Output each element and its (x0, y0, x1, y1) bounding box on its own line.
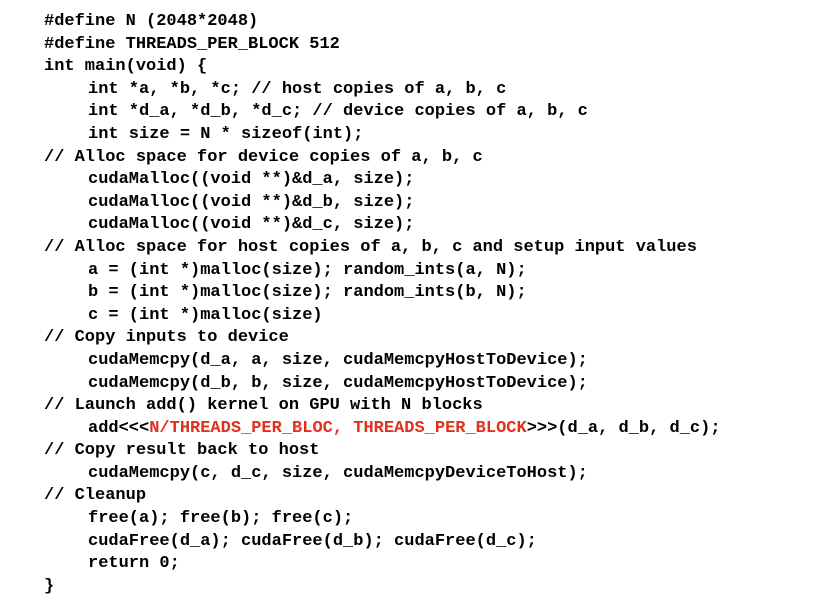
code-text: } (44, 576, 55, 596)
code-line: #define N (2048*2048) (44, 11, 721, 34)
code-line: int size = N * sizeof(int); (44, 124, 721, 147)
code-line: int main(void) { (44, 56, 721, 79)
code-text: add<<< (88, 418, 150, 438)
code-text: // Launch add() kernel on GPU with N blo… (44, 396, 483, 416)
code-line: cudaMemcpy(d_a, a, size, cudaMemcpyHostT… (44, 350, 721, 373)
code-text: // Alloc space for host copies of a, b, … (44, 237, 697, 257)
code-line: cudaMalloc((void **)&d_c, size); (44, 214, 721, 237)
code-text: cudaMalloc((void **)&d_a, size); (88, 170, 415, 190)
highlighted-code: N/THREADS_PER_BLOC, THREADS_PER_BLOCK (149, 418, 527, 438)
code-text: cudaFree(d_a); cudaFree(d_b); cudaFree(d… (88, 531, 537, 551)
code-line: cudaMemcpy(d_b, b, size, cudaMemcpyHostT… (44, 373, 721, 396)
code-line: // Alloc space for host copies of a, b, … (44, 237, 721, 260)
code-line: a = (int *)malloc(size); random_ints(a, … (44, 260, 721, 283)
code-block: #define N (2048*2048) #define THREADS_PER… (44, 11, 721, 598)
code-line: c = (int *)malloc(size) (44, 305, 721, 328)
code-line: b = (int *)malloc(size); random_ints(b, … (44, 282, 721, 305)
code-text: free(a); free(b); free(c); (88, 509, 354, 529)
code-line: cudaFree(d_a); cudaFree(d_b); cudaFree(d… (44, 531, 721, 554)
code-text: >>>(d_a, d_b, d_c); (526, 418, 721, 438)
code-text: cudaMalloc((void **)&d_c, size); (88, 215, 415, 235)
code-text: int size = N * sizeof(int); (88, 124, 364, 144)
code-line: } (44, 576, 721, 599)
code-line: // Copy result back to host (44, 440, 721, 463)
code-text: #define N (2048*2048) (44, 12, 259, 31)
code-line: // Launch add() kernel on GPU with N blo… (44, 395, 721, 418)
code-text: cudaMemcpy(d_a, a, size, cudaMemcpyHostT… (88, 350, 588, 370)
code-text: #define THREADS_PER_BLOCK 512 (44, 34, 340, 54)
code-line: cudaMalloc((void **)&d_b, size); (44, 192, 721, 215)
code-text: int main(void) { (44, 57, 208, 77)
code-text: c = (int *)malloc(size) (88, 305, 323, 325)
code-text: cudaMalloc((void **)&d_b, size); (88, 192, 415, 212)
code-text: // Cleanup (44, 486, 147, 506)
code-line: int *d_a, *d_b, *d_c; // device copies o… (44, 101, 721, 124)
code-text: // Copy inputs to device (44, 328, 289, 348)
code-text: cudaMemcpy(d_b, b, size, cudaMemcpyHostT… (88, 373, 588, 393)
code-text: int *a, *b, *c; // host copies of a, b, … (88, 79, 507, 99)
code-line: int *a, *b, *c; // host copies of a, b, … (44, 79, 721, 102)
code-line: // Copy inputs to device (44, 327, 721, 350)
code-line: #define THREADS_PER_BLOCK 512 (44, 34, 721, 57)
code-text: b = (int *)malloc(size); random_ints(b, … (88, 283, 527, 303)
code-line: free(a); free(b); free(c); (44, 508, 721, 531)
code-text: int *d_a, *d_b, *d_c; // device copies o… (88, 102, 588, 122)
code-text: // Alloc space for device copies of a, b… (44, 147, 483, 167)
code-line: add<<<N/THREADS_PER_BLOC, THREADS_PER_BL… (44, 418, 721, 441)
code-text: // Copy result back to host (44, 441, 320, 461)
code-text: a = (int *)malloc(size); random_ints(a, … (88, 260, 527, 280)
code-line: cudaMalloc((void **)&d_a, size); (44, 169, 721, 192)
code-line: // Cleanup (44, 485, 721, 508)
code-line: // Alloc space for device copies of a, b… (44, 147, 721, 170)
code-text: return 0; (88, 554, 180, 574)
code-text: cudaMemcpy(c, d_c, size, cudaMemcpyDevic… (88, 463, 588, 483)
code-line: return 0; (44, 553, 721, 576)
code-line: cudaMemcpy(c, d_c, size, cudaMemcpyDevic… (44, 463, 721, 486)
